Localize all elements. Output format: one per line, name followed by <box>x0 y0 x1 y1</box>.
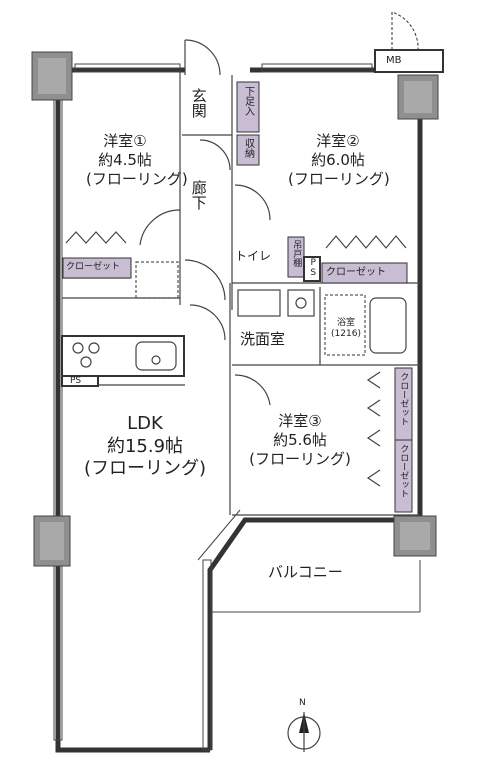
outer-walls <box>55 67 423 753</box>
mb-area <box>374 11 444 73</box>
shuno-label: 収納 <box>242 138 254 158</box>
yokushitsu-label: 浴室 (1216) <box>331 318 361 340</box>
balcony-label: バルコニー <box>268 563 343 581</box>
closet3a-label: クローゼット <box>398 372 409 426</box>
genkan-label: 玄関 <box>189 88 208 118</box>
room2-label: 洋室② 約6.0帖 (フローリング) <box>288 132 390 188</box>
top-windows <box>74 63 373 73</box>
toilet-label: トイレ <box>235 249 272 263</box>
interior-walls <box>62 72 420 516</box>
senmen-label: 洗面室 <box>240 330 286 348</box>
ps-label: PS <box>308 258 319 278</box>
toilet-shuno-label: 吊戸棚 <box>291 240 302 267</box>
door-swings <box>135 39 271 406</box>
room3-label: 洋室③ 約5.6帖 (フローリング) <box>249 412 351 468</box>
pillars <box>31 51 439 567</box>
mb-label: MB <box>386 55 402 66</box>
north-label: N <box>299 698 306 708</box>
wash-bath <box>237 289 407 356</box>
kitchen <box>61 335 185 387</box>
balcony-rail <box>197 509 421 751</box>
closet1-label: クローゼット <box>66 262 121 272</box>
rouka-label: 廊下 <box>189 180 208 210</box>
room1-label: 洋室① 約4.5帖 (フローリング) <box>86 132 188 188</box>
closet2-label: クローゼット <box>326 267 386 278</box>
closet-hangers <box>65 231 407 487</box>
north-arrow <box>287 712 321 752</box>
closets <box>62 81 413 513</box>
shitabako-label: 下足入 <box>242 86 254 116</box>
ldk-label: LDK 約15.9帖 (フローリング) <box>83 413 207 479</box>
ps-kitchen-label: PS <box>70 376 82 386</box>
closet3b-label: クローゼット <box>398 444 409 498</box>
